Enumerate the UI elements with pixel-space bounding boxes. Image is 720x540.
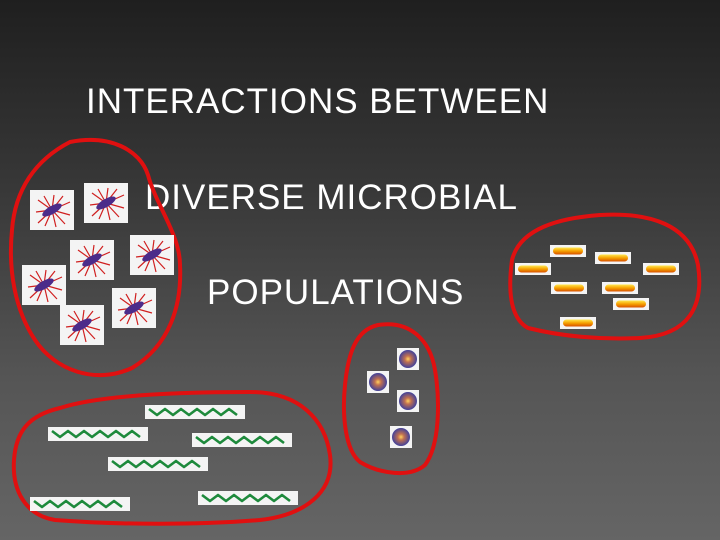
- rod-bacteria: [515, 245, 679, 329]
- rod-bacterium: [602, 282, 638, 294]
- coccus: [390, 426, 412, 448]
- spirochete-group-outline: [11, 390, 333, 526]
- spiky-microbe: [129, 234, 175, 276]
- cocci-group-outline: [341, 322, 440, 476]
- spiky-group-outline: [8, 137, 183, 378]
- coccus: [397, 348, 419, 370]
- rod-bacterium: [550, 245, 586, 257]
- cocci: [367, 348, 419, 448]
- spirochete: [28, 495, 132, 513]
- spirochete: [196, 489, 300, 507]
- spiky-microbe: [69, 239, 115, 281]
- spiky-microbes: [21, 182, 175, 346]
- title-line-1: INTERACTIONS BETWEEN: [86, 82, 550, 121]
- rod-group-outline: [508, 212, 702, 341]
- group-outlines: [8, 137, 702, 526]
- rod-bacterium: [515, 263, 551, 275]
- spiky-microbe: [111, 287, 157, 329]
- spirochete: [46, 425, 150, 443]
- spirochetes: [28, 403, 300, 513]
- spirochete: [143, 403, 247, 421]
- rod-bacterium: [551, 282, 587, 294]
- coccus: [367, 371, 389, 393]
- rod-bacterium: [613, 298, 649, 310]
- rod-bacterium: [643, 263, 679, 275]
- title-line-3: POPULATIONS: [207, 273, 465, 312]
- spiky-microbe: [59, 304, 105, 346]
- spirochete: [190, 431, 294, 449]
- spiky-microbe: [29, 189, 75, 231]
- rod-bacterium: [560, 317, 596, 329]
- spiky-microbe: [21, 264, 67, 306]
- spirochete: [106, 455, 210, 473]
- title-line-2: DIVERSE MICROBIAL: [145, 178, 518, 217]
- coccus: [397, 390, 419, 412]
- rod-bacterium: [595, 252, 631, 264]
- spiky-microbe: [83, 182, 129, 224]
